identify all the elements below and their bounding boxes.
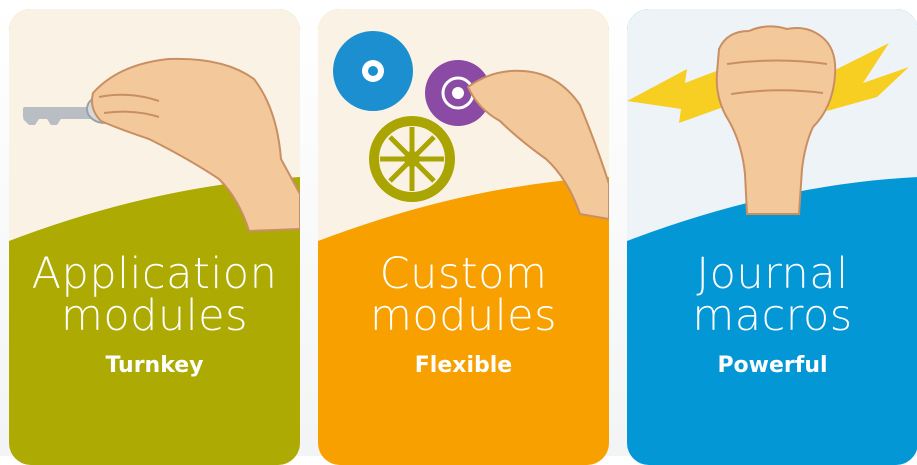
card-subtitle: Turnkey: [105, 353, 204, 378]
key-in-hand-icon: [9, 9, 300, 249]
fist-lightning-icon: [627, 9, 917, 249]
card-title: Custom modules: [369, 249, 558, 341]
card-title: Application modules: [31, 249, 278, 341]
card-journal-macros[interactable]: Journal macros Powerful: [627, 9, 917, 465]
card-subtitle: Flexible: [414, 353, 513, 378]
gears-in-hand-icon: [318, 9, 609, 249]
card-subtitle: Powerful: [717, 353, 828, 378]
card-custom-modules[interactable]: Custom modules Flexible: [318, 9, 609, 465]
card-application-modules[interactable]: Application modules Turnkey: [9, 9, 300, 465]
card-title: Journal macros: [692, 249, 853, 341]
